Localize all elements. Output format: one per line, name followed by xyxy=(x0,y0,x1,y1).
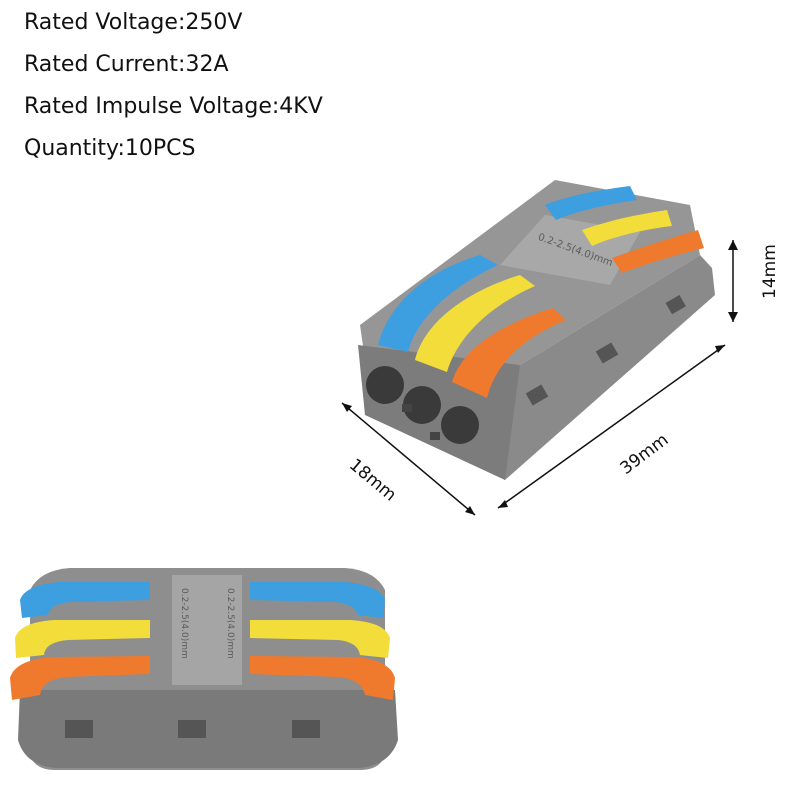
spec-list: Rated Voltage:250V Rated Current:32A Rat… xyxy=(24,8,323,176)
test-window xyxy=(292,720,320,738)
lever-orange-back[interactable] xyxy=(612,230,704,273)
wire-hole xyxy=(441,406,479,444)
lever-orange-left[interactable] xyxy=(10,656,150,700)
spec-rated-current: Rated Current:32A xyxy=(24,52,229,77)
lever-blue-back[interactable] xyxy=(545,186,637,220)
connector-perspective-view: 0.2-2.5(4.0)mm xyxy=(358,180,715,480)
svg-text:14mm: 14mm xyxy=(760,244,780,299)
body-mark-right: 0.2-2.5(4.0)mm xyxy=(225,588,235,659)
lever-orange-front[interactable] xyxy=(452,308,566,398)
housing-lower xyxy=(18,690,398,768)
wire-hole xyxy=(403,386,441,424)
spec-quantity: Quantity:10PCS xyxy=(24,136,196,161)
center-channel xyxy=(172,575,242,685)
spec-rated-voltage: Rated Voltage:250V xyxy=(24,10,243,35)
wire-hole xyxy=(366,366,404,404)
svg-text:18mm: 18mm xyxy=(345,455,400,506)
lever-yellow-back[interactable] xyxy=(582,210,672,246)
svg-text:0.2-2.5(4.0)mm: 0.2-2.5(4.0)mm xyxy=(225,588,235,659)
lever-blue-left[interactable] xyxy=(20,582,150,618)
body-mark-left: 0.2-2.5(4.0)mm xyxy=(179,588,189,659)
housing-side xyxy=(490,255,715,480)
lever-yellow-front[interactable] xyxy=(415,275,535,372)
dimension-height: 14mm xyxy=(728,240,780,322)
test-window xyxy=(178,720,206,738)
svg-text:39mm: 39mm xyxy=(617,430,673,479)
lever-orange-right[interactable] xyxy=(250,656,395,700)
svg-text:0.2-2.5(4.0)mm: 0.2-2.5(4.0)mm xyxy=(179,588,189,659)
test-window xyxy=(595,342,619,364)
release-slot xyxy=(402,404,412,412)
lever-yellow-left[interactable] xyxy=(15,620,150,658)
lever-blue-front[interactable] xyxy=(378,255,498,352)
test-window xyxy=(525,384,549,406)
spec-rated-impulse-voltage: Rated Impulse Voltage:4KV xyxy=(24,94,323,119)
connector-double-view: 0.2-2.5(4.0)mm 0.2-2.5(4.0)mm xyxy=(10,568,398,770)
test-window xyxy=(665,294,686,315)
release-slot xyxy=(430,432,440,440)
lever-blue-right[interactable] xyxy=(250,582,385,618)
lever-yellow-right[interactable] xyxy=(250,620,390,658)
test-window xyxy=(65,720,93,738)
